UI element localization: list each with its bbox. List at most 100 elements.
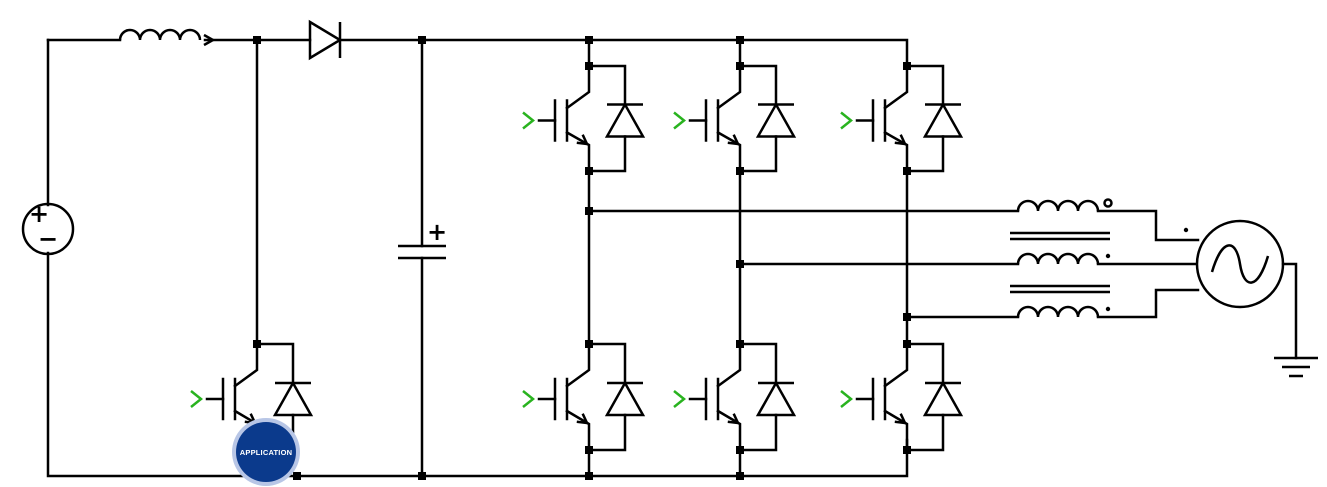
junction-node	[253, 340, 261, 348]
core-lines-2	[1010, 284, 1110, 294]
junction-node	[903, 313, 911, 321]
igbt-switch	[522, 342, 646, 452]
polarity-dot	[1183, 227, 1189, 233]
igbt-emitter-arrow	[576, 134, 590, 146]
diode-top-lead	[255, 342, 295, 385]
diode-bottom-lead	[905, 413, 945, 452]
gate-signal-marker	[190, 390, 204, 408]
source-plus-sign: +	[29, 200, 49, 228]
igbt-collector-lead	[565, 64, 591, 110]
diode-bottom-lead	[587, 135, 627, 173]
diode-top-lead	[905, 342, 945, 385]
wires	[46, 38, 1298, 478]
junction-node	[585, 472, 593, 480]
diode-bottom-lead	[738, 413, 778, 452]
igbt-collector-lead	[883, 342, 909, 388]
boost-diode-triangle	[308, 19, 343, 61]
core-lines-1	[1010, 231, 1110, 241]
gate-signal-marker	[840, 390, 854, 408]
antiparallel-diode-triangle	[604, 380, 646, 417]
diode-top-lead	[587, 64, 627, 106]
phase-a-to-ac	[1096, 209, 1200, 242]
igbt-collector-lead	[716, 64, 742, 110]
junction-node	[585, 62, 593, 70]
gate-signal-marker	[673, 390, 687, 408]
phase-inductor	[1016, 199, 1100, 212]
igbt-emitter-lead	[565, 130, 591, 173]
igbt-emitter-arrow	[576, 413, 590, 425]
igbt-switch	[840, 64, 964, 173]
junction-node	[418, 472, 426, 480]
igbt-collector-lead	[716, 342, 742, 388]
junction-node	[736, 472, 744, 480]
igbt-emitter-arrow	[727, 134, 741, 146]
junction-node	[736, 260, 744, 268]
antiparallel-diode-triangle	[272, 380, 314, 417]
diode-top-lead	[905, 64, 945, 106]
junction-node	[736, 446, 744, 454]
junction-node	[585, 207, 593, 215]
junction-node	[736, 36, 744, 44]
dc-voltage-source	[21, 202, 75, 256]
igbt-collector-lead	[233, 342, 259, 388]
igbt-emitter-arrow	[894, 134, 908, 146]
junction-node	[418, 36, 426, 44]
components	[21, 19, 1318, 452]
igbt-emitter-lead	[883, 130, 909, 173]
igbt-collector-lead	[565, 342, 591, 388]
igbt-emitter-arrow	[894, 413, 908, 425]
diode-top-lead	[738, 342, 778, 385]
phase-c-to-ac	[1096, 288, 1200, 319]
igbt-emitter-lead	[716, 130, 742, 173]
antiparallel-diode-triangle	[755, 101, 797, 138]
gate-signal-marker	[522, 390, 536, 408]
capacitor-polarity-sign: +	[427, 218, 447, 246]
igbt-emitter-lead	[565, 409, 591, 452]
junction-node	[903, 167, 911, 175]
antiparallel-diode-triangle	[922, 101, 964, 138]
igbt-switch	[522, 64, 646, 173]
junction-node	[293, 472, 301, 480]
polarity-dot-open	[1103, 198, 1113, 208]
igbt-collector-lead	[883, 64, 909, 110]
ground-symbol	[1274, 356, 1318, 378]
ground-wire	[1281, 262, 1298, 360]
boost-inductor	[118, 28, 202, 41]
diode-bottom-lead	[905, 135, 945, 173]
antiparallel-diode-triangle	[922, 380, 964, 417]
junction-node	[736, 340, 744, 348]
application-badge[interactable]: APPLICATION	[236, 422, 296, 482]
junction-node	[585, 167, 593, 175]
igbt-emitter-lead	[716, 409, 742, 452]
diode-bottom-lead	[738, 135, 778, 173]
diode-top-lead	[587, 342, 627, 385]
igbt-emitter-lead	[883, 409, 909, 452]
diode-bottom-lead	[587, 413, 627, 452]
igbt-switch	[840, 342, 964, 452]
junction-node	[585, 340, 593, 348]
igbt-switch	[673, 342, 797, 452]
junction-node	[903, 62, 911, 70]
antiparallel-diode-triangle	[755, 380, 797, 417]
junction-node	[903, 446, 911, 454]
junction-nodes	[253, 36, 911, 480]
sine-wave-symbol	[1210, 244, 1270, 284]
igbt-switch	[673, 64, 797, 173]
ac-grid-source	[1195, 219, 1285, 309]
junction-node	[253, 36, 261, 44]
junction-node	[585, 36, 593, 44]
phase-inductor	[1016, 305, 1100, 318]
junction-node	[585, 446, 593, 454]
polarity-dot	[1105, 253, 1111, 259]
dc-top-rail	[338, 38, 909, 68]
bottom-rail	[46, 251, 909, 478]
antiparallel-diode-triangle	[604, 101, 646, 138]
phase-inductor	[1016, 252, 1100, 265]
inductor-arrow	[203, 33, 216, 47]
diode-top-lead	[738, 64, 778, 106]
polarity-dot	[1105, 306, 1111, 312]
junction-node	[736, 167, 744, 175]
source-minus-sign: −	[38, 225, 58, 253]
gate-signal-marker	[522, 111, 536, 130]
